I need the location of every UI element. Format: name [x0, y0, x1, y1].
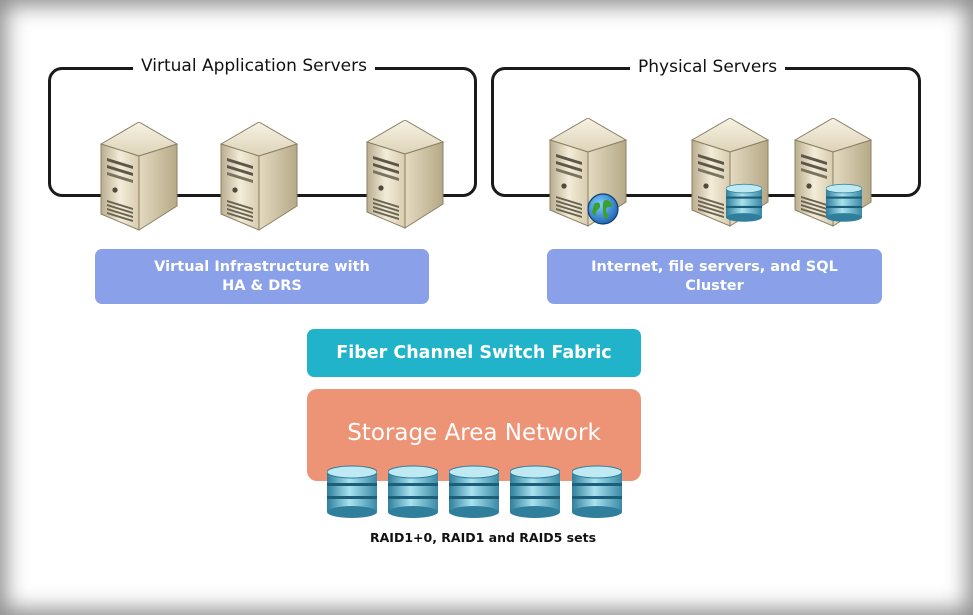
- server-icon: [366, 120, 444, 229]
- virtual-infrastructure-line2: HA & DRS: [222, 277, 302, 294]
- database-icon: [327, 465, 377, 519]
- virtual-infrastructure-label: Virtual Infrastructure with HA & DRS: [95, 249, 429, 304]
- database-icon: [572, 465, 622, 519]
- database-icon: [510, 465, 560, 519]
- physical-servers-title: Physical Servers: [630, 56, 786, 78]
- database-icon: [726, 183, 762, 223]
- physical-servers-line1: Internet, file servers, and SQL: [591, 258, 838, 275]
- physical-servers-label: Internet, file servers, and SQL Cluster: [547, 249, 882, 304]
- globe-icon: [587, 193, 619, 225]
- database-icon: [826, 183, 862, 223]
- fiber-channel-switch-fabric: Fiber Channel Switch Fabric: [307, 329, 641, 377]
- virtual-servers-title: Virtual Application Servers: [133, 55, 375, 77]
- storage-caption: RAID1+0, RAID1 and RAID5 sets: [370, 530, 597, 545]
- database-icon: [388, 465, 438, 519]
- virtual-infrastructure-line1: Virtual Infrastructure with: [154, 258, 370, 275]
- server-icon: [100, 122, 178, 231]
- physical-servers-line2: Cluster: [685, 277, 744, 294]
- storage-area-network-label: Storage Area Network: [347, 420, 601, 446]
- server-icon: [220, 122, 298, 231]
- database-icon: [449, 465, 499, 519]
